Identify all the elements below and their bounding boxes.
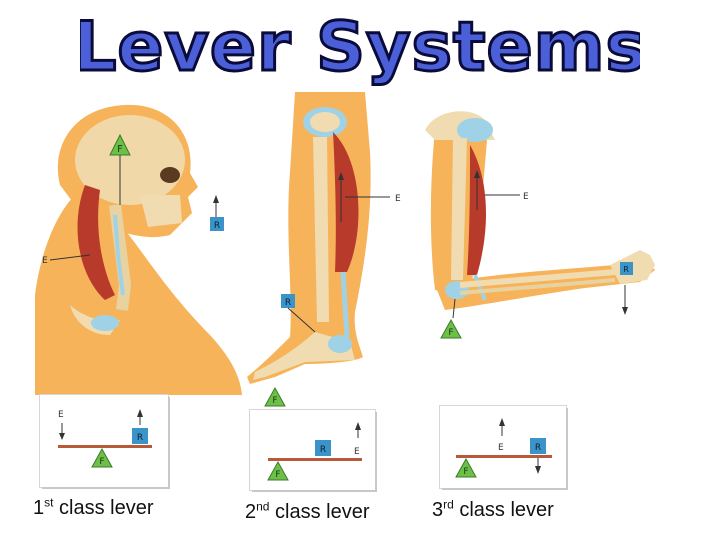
resistance-label: R xyxy=(137,433,143,443)
effort-label: E xyxy=(42,256,48,266)
caption-text: class lever xyxy=(269,501,370,523)
caption-number: 2 xyxy=(245,501,257,523)
fulcrum-label: F xyxy=(275,470,280,480)
effort-label: E xyxy=(523,192,529,202)
caption-text: class lever xyxy=(53,497,154,519)
effort-label: E xyxy=(58,410,64,420)
second-class-lever-diagram: R E F xyxy=(250,410,375,490)
caption-text: class lever xyxy=(453,499,554,521)
title-text: Lever Systems xyxy=(80,8,640,86)
fulcrum-label: F xyxy=(99,457,104,467)
first-class-lever-diagram: E R F xyxy=(40,395,168,487)
leg-foot-illustration: E R F xyxy=(247,92,401,407)
fulcrum-label: F xyxy=(448,328,453,338)
caption-number: 1 xyxy=(33,497,45,519)
resistance-label: R xyxy=(285,298,291,308)
effort-label: E xyxy=(498,443,504,453)
third-class-caption: 3rd class lever xyxy=(432,497,554,522)
caption-ordinal: st xyxy=(44,495,54,510)
second-class-caption: 2nd class lever xyxy=(245,499,370,524)
caption-ordinal: rd xyxy=(443,497,454,512)
arm-forearm-illustration: E R F xyxy=(425,111,655,339)
resistance-label: R xyxy=(214,221,220,231)
first-class-caption: 1st class lever xyxy=(33,495,154,520)
page-title: Lever Systems xyxy=(80,8,640,86)
head-neck-illustration: F E R xyxy=(35,104,242,395)
third-class-lever-diagram: E R F xyxy=(440,406,566,488)
fulcrum-label: F xyxy=(272,396,277,406)
caption-number: 3 xyxy=(432,499,444,521)
fulcrum-label: F xyxy=(117,144,123,155)
caption-ordinal: nd xyxy=(256,499,270,514)
fulcrum-label: F xyxy=(463,467,468,477)
effort-label: E xyxy=(395,194,401,204)
resistance-label: R xyxy=(535,443,541,453)
effort-label: E xyxy=(354,447,360,457)
resistance-label: R xyxy=(623,265,629,274)
resistance-label: R xyxy=(320,445,326,455)
